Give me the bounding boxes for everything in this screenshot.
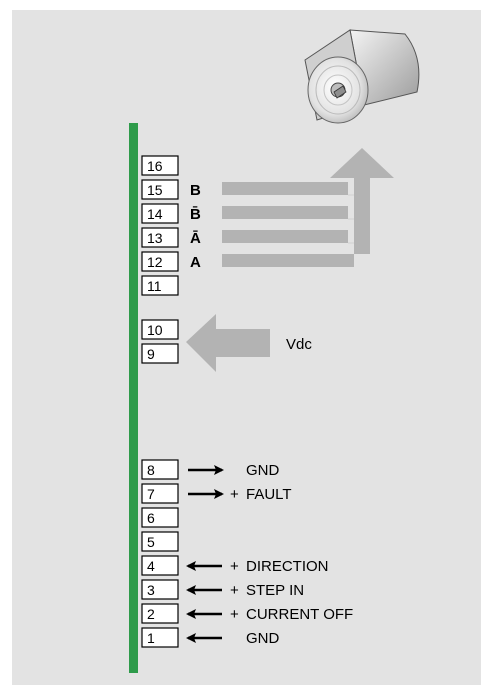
terminal-number: 8 [147,462,155,478]
terminal-9: 9 [141,343,179,364]
signal-3: + STEP IN [186,582,304,599]
terminal-2: 2 [141,603,179,624]
terminal-number: 1 [147,630,155,646]
polarity-sign: + [230,558,239,575]
coil-label: B̄ [190,205,201,223]
terminal-7: 7 [141,483,179,504]
terminal-number: 14 [147,206,163,222]
stepper-motor-icon [304,29,420,124]
signal-label: STEP IN [246,582,304,599]
signal-label: FAULT [246,486,292,503]
terminal-number: 16 [147,158,163,174]
vdc-label: Vdc [286,336,312,353]
terminal-1: 1 [141,627,179,648]
signal-2: + CURRENT OFF [186,606,353,623]
signal-label: GND [246,462,280,479]
coil-label: Ā [190,230,201,247]
terminal-number: 5 [147,534,155,550]
terminal-15: 15 [141,179,179,200]
board-edge [129,123,138,673]
signal-1: GND [186,630,280,647]
terminal-3: 3 [141,579,179,600]
terminal-number: 3 [147,582,155,598]
terminal-6: 6 [141,507,179,528]
terminal-number: 2 [147,606,155,622]
terminal-number: 13 [147,230,163,246]
terminal-13: 13 [141,227,179,248]
terminal-14: 14 [141,203,179,224]
terminal-number: 7 [147,486,155,502]
signal-label: CURRENT OFF [246,606,353,623]
signal-4: + DIRECTION [186,558,329,575]
terminal-number: 10 [147,322,163,338]
signal-label: DIRECTION [246,558,329,575]
terminal-number: 11 [147,278,162,294]
power-input-arrow [186,314,270,372]
coil-label: B [190,182,201,199]
signal-label: GND [246,630,280,647]
polarity-sign: + [230,486,239,503]
signal-list: GND + FAULT + DIRECTION + STEP IN + CURRENT OFF G… [186,462,353,647]
terminal-number: 9 [147,346,155,362]
terminal-number: 6 [147,510,155,526]
terminal-10: 10 [141,319,179,340]
terminal-16: 16 [141,155,179,176]
terminal-12: 12 [141,251,179,272]
signal-7: + FAULT [188,486,292,503]
coil-label: A [190,254,201,271]
polarity-sign: + [230,582,239,599]
coil-labels: B B̄ Ā A [190,182,201,271]
polarity-sign: + [230,606,239,623]
terminal-5: 5 [141,531,179,552]
wiring-diagram: 16 15 14 13 12 11 10 9 8 7 6 5 4 3 2 1 B B̄ Ā A GND + FAULT… [129,29,420,673]
terminal-4: 4 [141,555,179,576]
terminal-number: 15 [147,182,163,198]
diagram-panel: 16 15 14 13 12 11 10 9 8 7 6 5 4 3 2 1 B B̄ Ā A GND + FAULT… [12,10,481,685]
signal-8: GND [188,462,280,479]
terminal-11: 11 [141,275,179,296]
terminal-number: 4 [147,558,155,574]
motor-phase-flow-arrow [222,148,394,267]
terminal-8: 8 [141,459,179,480]
terminal-strip: 16 15 14 13 12 11 10 9 8 7 6 5 4 3 2 1 [141,155,179,648]
terminal-number: 12 [147,254,163,270]
